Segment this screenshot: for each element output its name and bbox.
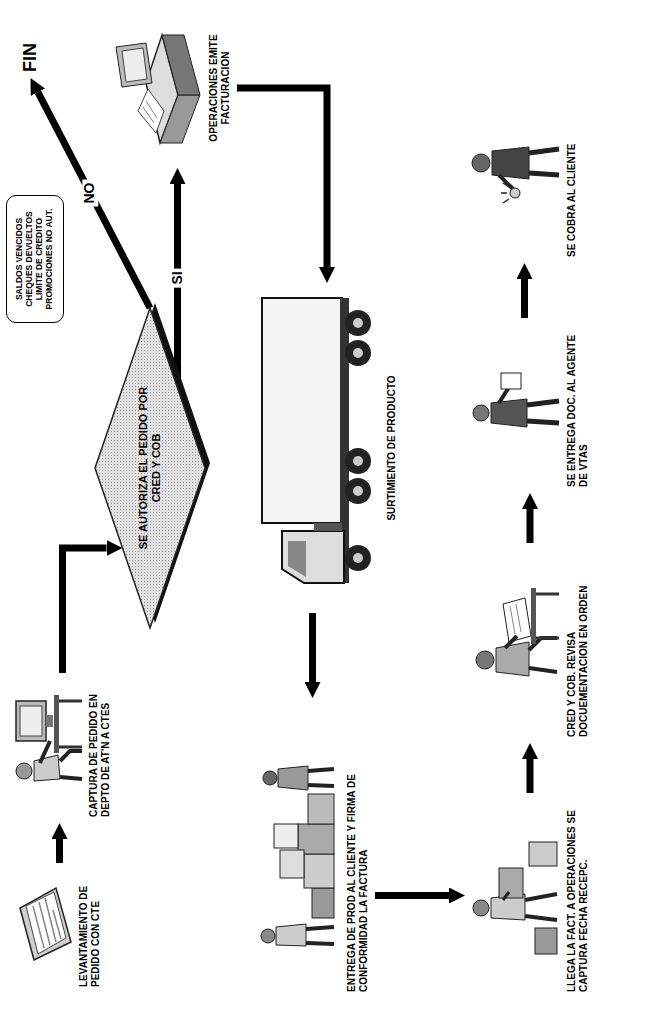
edge-label: SI (170, 268, 185, 287)
person-carrying-box-icon (469, 838, 561, 958)
step-node: CRED Y COB. REVISA DOCUEMENTACION EN ORD… (465, 543, 595, 743)
node-text: SURTIMIENTO DE PRODUCTO (386, 289, 398, 607)
node-text: FIN (20, 34, 41, 72)
sales-agent-icon (469, 363, 561, 453)
step-node: SURTIMIENTO DE PRODUCTO (250, 283, 404, 613)
step-node: SE COBRA AL CLIENTE (465, 63, 584, 263)
node-text: SALDOS VENCIDOS CHEQUES DEVUELTOS LIMITE… (15, 202, 54, 316)
flow-arrow (375, 892, 449, 899)
node-text: OPERACIONES EMITE FACTURACION (208, 14, 231, 162)
flow-arrow (237, 88, 327, 267)
node-text: SE COBRA AL CLIENTE (566, 69, 578, 257)
delivery-boxes-icon (254, 758, 342, 958)
end-label: FIN (14, 28, 47, 78)
callout-bubble: SALDOS VENCIDOS CHEQUES DEVUELTOS LIMITE… (6, 195, 64, 323)
reviewer-icon (469, 578, 561, 708)
step-node: LLEGA LA FACT. A OPERACIONES SE CAPTURA … (465, 793, 595, 998)
step-node: LEVANTAMIENTO DE PEDIDO CON CTE (12, 863, 107, 993)
step-node: ENTREGA DE PROD AL CLIENTE Y FIRMA DE CO… (250, 698, 375, 998)
edge-label: NO (83, 180, 98, 207)
flow-arrow (527, 759, 534, 793)
flow-arrow (56, 839, 63, 863)
node-text: CRED Y COB. REVISA DOCUEMENTACION EN ORD… (566, 549, 589, 737)
clerk-at-computer-icon (12, 693, 84, 793)
document-icon (16, 878, 74, 968)
flow-arrow (309, 613, 316, 682)
node-text: LLEGA LA FACT. A OPERACIONES SE CAPTURA … (566, 799, 589, 992)
step-node: SE ENTREGA DOC. AL AGENTE DE VTAS (465, 318, 595, 493)
flow-arrow (63, 548, 107, 673)
collection-icon (469, 103, 561, 223)
flow-arrow (527, 509, 534, 543)
step-node: OPERACIONES EMITE FACTURACION (112, 8, 237, 168)
flow-arrow (521, 279, 528, 318)
billing-machines-icon (116, 26, 204, 151)
decision-diamond: SE AUTORIZA EL PEDIDO POR CRED Y COB (95, 308, 205, 628)
node-text: ENTREGA DE PROD AL CLIENTE Y FIRMA DE CO… (346, 704, 369, 992)
truck-illustration (254, 293, 380, 603)
node-text: SE AUTORIZA EL PEDIDO POR CRED Y COB (137, 378, 162, 557)
step-node: CAPTURA DE PEDIDO EN DEPTO DE AT'N A CTE… (8, 673, 117, 823)
node-text: LEVANTAMIENTO DE PEDIDO CON CTE (78, 869, 101, 987)
node-text: CAPTURA DE PEDIDO EN DEPTO DE AT'N A CTE… (88, 679, 111, 817)
node-text: SE ENTREGA DOC. AL AGENTE DE VTAS (566, 324, 589, 487)
